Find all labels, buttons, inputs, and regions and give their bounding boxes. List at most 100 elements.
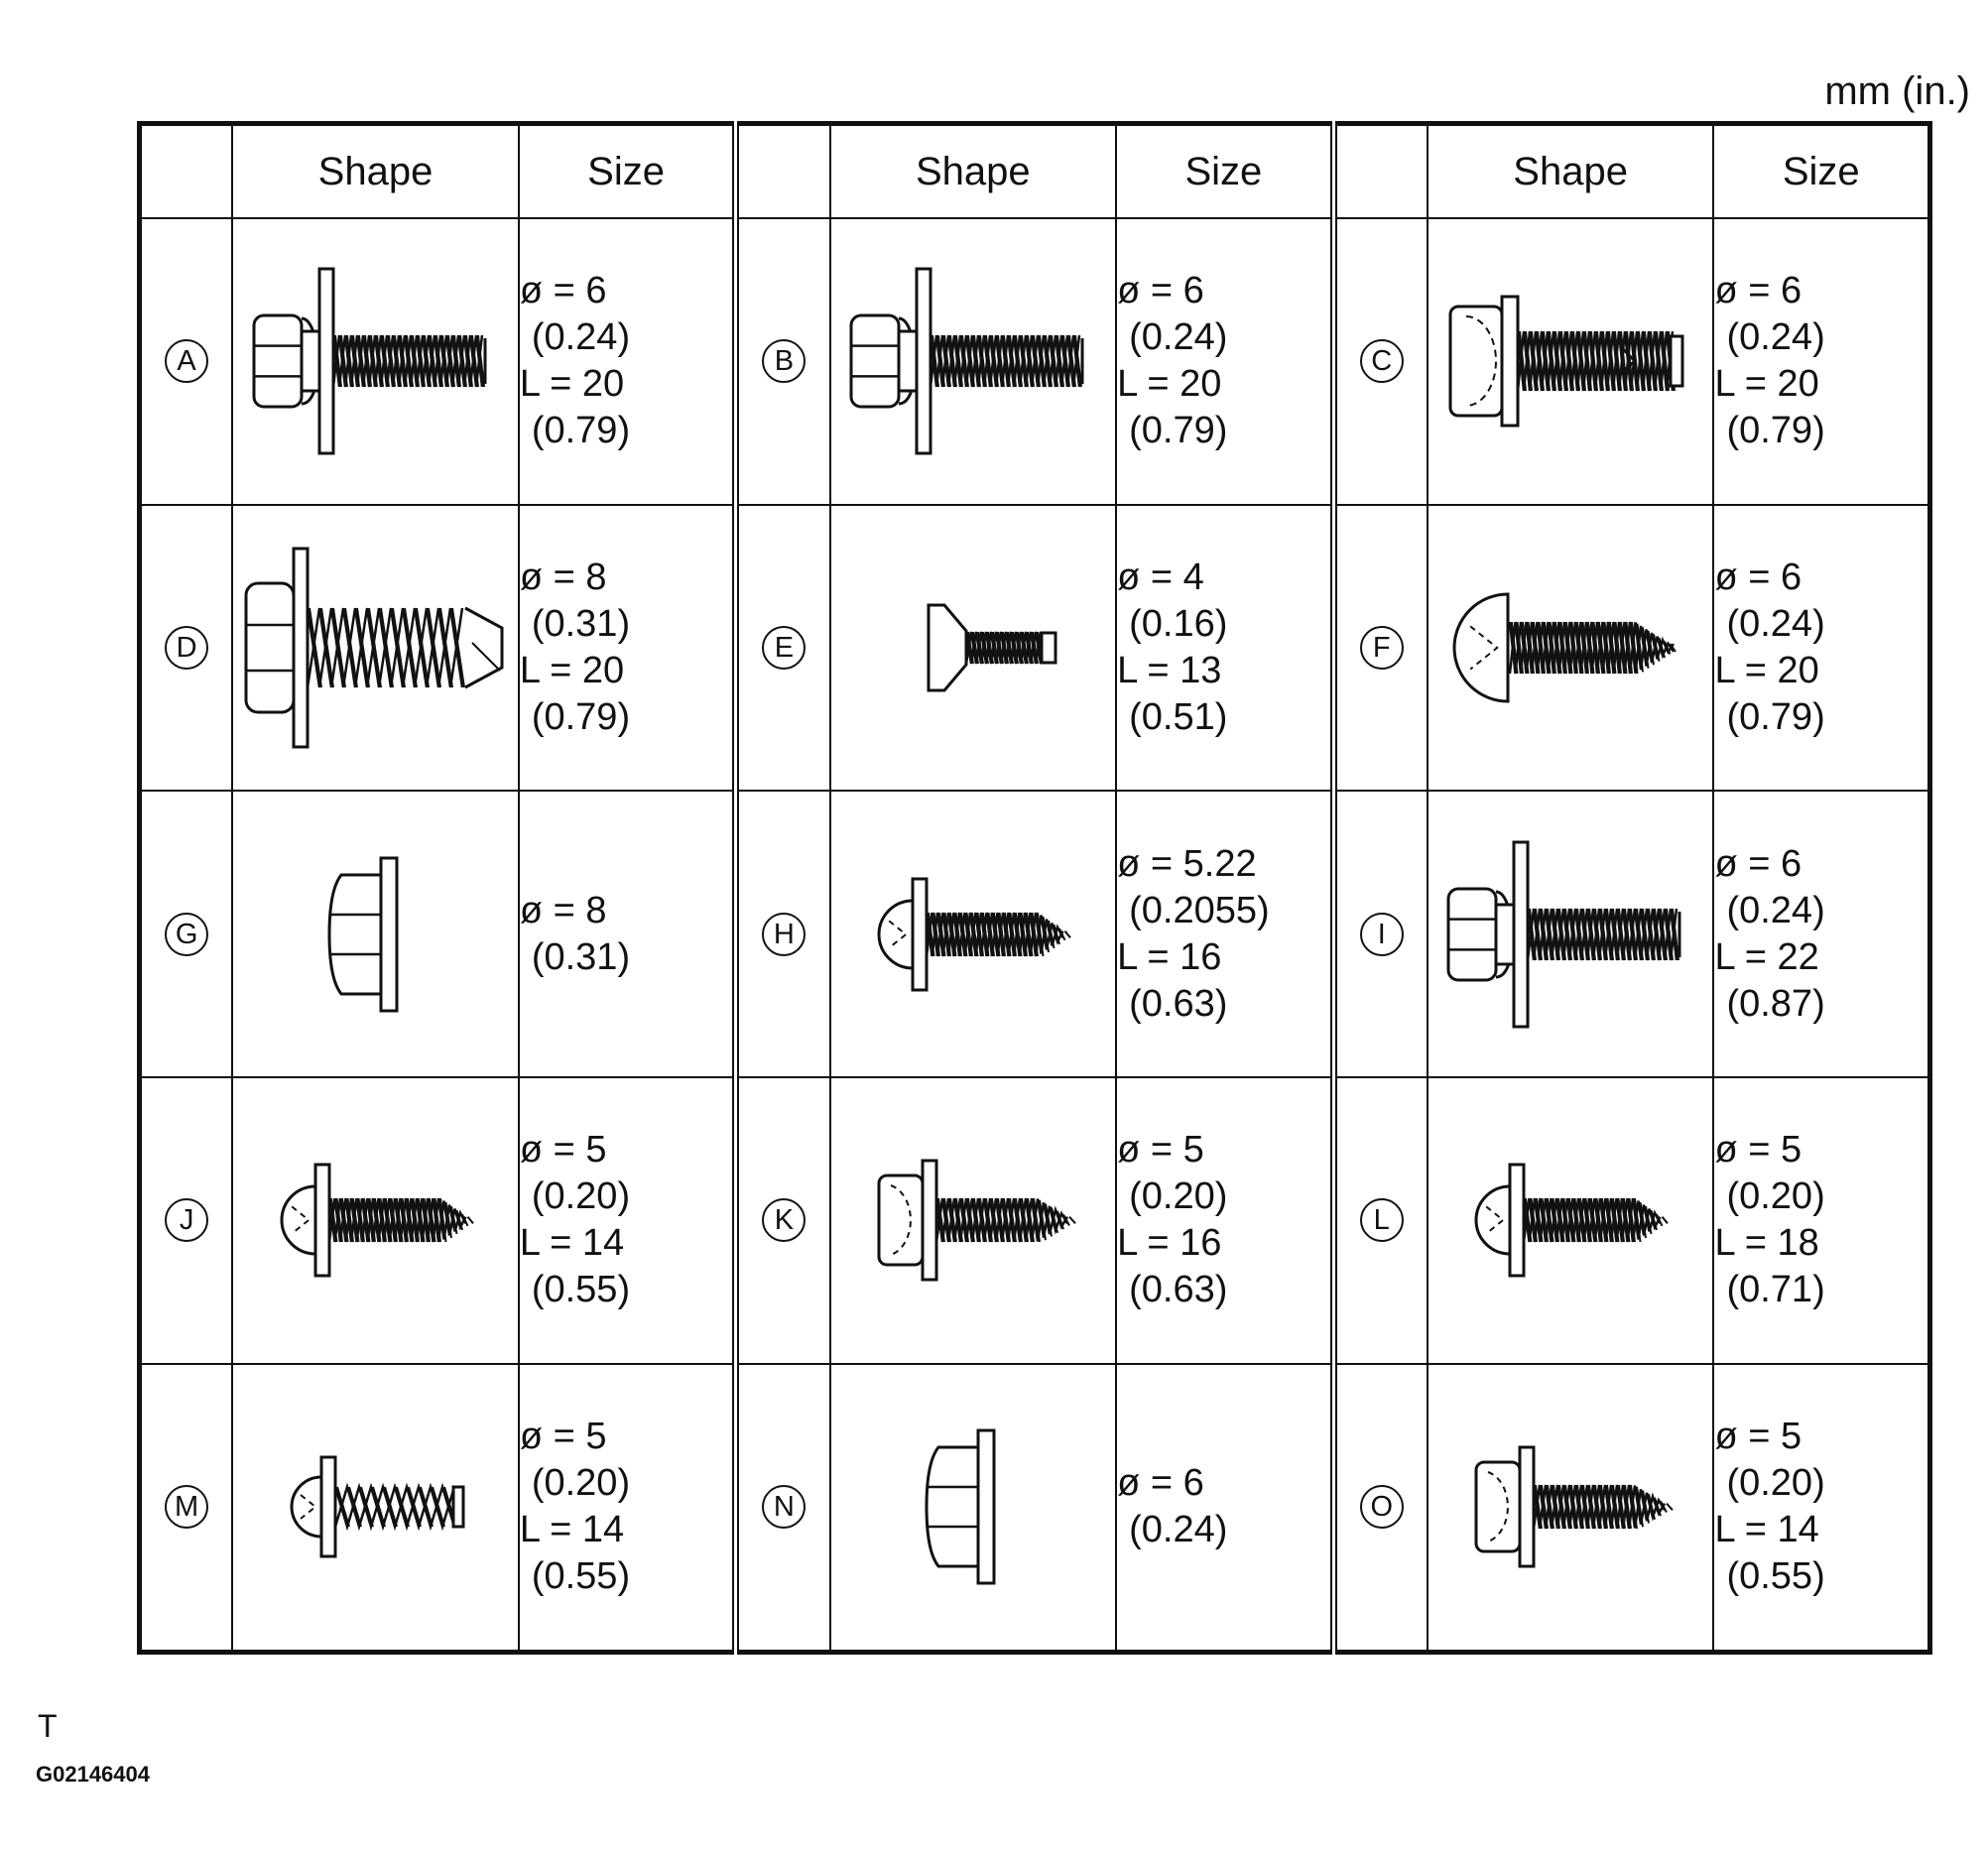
fastener-shape-cell xyxy=(828,217,1118,506)
fastener-label: J xyxy=(165,1198,209,1243)
fastener-label: H xyxy=(762,912,807,956)
flange-nut-icon xyxy=(233,830,518,1039)
fastener-label-cell: H xyxy=(732,790,831,1079)
size-value: L = 20 xyxy=(1714,650,1819,692)
size-value: ø = 8 xyxy=(519,889,607,931)
size-value: (0.79) xyxy=(531,410,631,452)
countersunk-screw-icon xyxy=(831,544,1116,752)
header-row: Shape Size Shape Size Shape Size xyxy=(138,122,1931,219)
size-value: (0.79) xyxy=(531,696,631,739)
size-value: (0.2055) xyxy=(1129,889,1270,931)
fastener-label-cell: J xyxy=(138,1076,234,1365)
size-value: (0.20) xyxy=(1726,1462,1825,1505)
fastener-label-cell: A xyxy=(138,217,234,506)
fastener-shape-cell xyxy=(1426,1362,1715,1654)
fastener-shape-cell xyxy=(1426,1076,1715,1365)
pan-head-coarse-screw-icon xyxy=(233,1403,518,1611)
fastener-label: N xyxy=(762,1485,807,1530)
fastener-size-cell: ø = 5(0.20)L = 18(0.71) xyxy=(1712,1076,1931,1365)
size-value: L = 14 xyxy=(519,1509,625,1551)
fastener-label-cell: C xyxy=(1329,217,1429,506)
flange-bolt-washer-icon xyxy=(831,257,1116,465)
fastener-label: B xyxy=(762,339,807,384)
size-value: (0.24) xyxy=(1726,889,1825,931)
fastener-size-cell: ø = 6(0.24)L = 20(0.79) xyxy=(517,217,737,506)
size-value: (0.79) xyxy=(1726,696,1825,739)
size-value: ø = 8 xyxy=(519,556,607,599)
fastener-size-cell: ø = 5(0.20)L = 14(0.55) xyxy=(517,1362,737,1654)
size-value: (0.31) xyxy=(531,603,631,646)
fastener-size-cell: ø = 8(0.31) xyxy=(517,790,737,1079)
fastener-size-cell: ø = 5(0.20)L = 14(0.55) xyxy=(517,1076,737,1365)
header-label-col xyxy=(138,122,234,219)
pan-head-tapping-screw-icon xyxy=(831,830,1116,1039)
size-value: L = 22 xyxy=(1714,935,1819,978)
header-shape: Shape xyxy=(828,122,1118,219)
fastener-label: F xyxy=(1359,626,1404,671)
size-value: ø = 5 xyxy=(519,1416,607,1458)
size-value: ø = 6 xyxy=(1117,270,1204,312)
size-value: L = 20 xyxy=(1117,363,1222,406)
size-value: (0.87) xyxy=(1726,982,1825,1025)
fastener-label-cell: I xyxy=(1329,790,1429,1079)
fastener-label-cell: E xyxy=(732,503,831,793)
unit-label: mm (in.) xyxy=(1824,69,1970,113)
size-value: L = 13 xyxy=(1117,650,1222,692)
size-value: ø = 5 xyxy=(1714,1416,1802,1458)
fastener-label-cell: M xyxy=(138,1362,234,1654)
size-value: ø = 6 xyxy=(1714,556,1802,599)
fastener-label-cell: G xyxy=(138,790,234,1079)
size-value: (0.79) xyxy=(1129,410,1228,452)
size-value: (0.55) xyxy=(531,1555,631,1598)
size-value: (0.24) xyxy=(531,316,631,359)
fastener-size-cell: ø = 5.22(0.2055)L = 16(0.63) xyxy=(1115,790,1335,1079)
fastener-size-cell: ø = 6(0.24)L = 20(0.79) xyxy=(1712,503,1931,793)
fastener-label-cell: F xyxy=(1329,503,1429,793)
fastener-size-cell: ø = 4(0.16)L = 13(0.51) xyxy=(1115,503,1335,793)
fastener-label: E xyxy=(762,626,807,671)
round-head-screw-icon xyxy=(1429,544,1713,752)
size-value: L = 14 xyxy=(1714,1509,1819,1551)
fastener-label: A xyxy=(165,339,209,384)
pan-head-tapping-screw-icon xyxy=(1429,1116,1713,1324)
fastener-label-cell: B xyxy=(732,217,831,506)
fastener-size-cell: ø = 5(0.20)L = 14(0.55) xyxy=(1712,1362,1931,1654)
hex-bolt-clip-icon xyxy=(1429,257,1713,465)
figure-code: G02146404 xyxy=(36,1762,150,1787)
header-size: Size xyxy=(1115,122,1335,219)
fastener-size-cell: ø = 5(0.20)L = 16(0.63) xyxy=(1115,1076,1335,1365)
size-value: (0.20) xyxy=(531,1175,631,1218)
fastener-shape-cell xyxy=(1426,503,1715,793)
size-value: L = 16 xyxy=(1117,935,1222,978)
fastener-label: C xyxy=(1359,339,1404,384)
size-value: L = 14 xyxy=(519,1222,625,1265)
fastener-label: O xyxy=(1359,1485,1404,1530)
fastener-shape-cell xyxy=(231,1076,520,1365)
size-value: (0.24) xyxy=(1726,316,1825,359)
fastener-size-cell: ø = 6(0.24)L = 20(0.79) xyxy=(1712,217,1931,506)
size-value: L = 20 xyxy=(519,363,625,406)
header-shape: Shape xyxy=(1426,122,1715,219)
footer-mark: T xyxy=(38,1708,58,1744)
flange-nut-icon xyxy=(831,1403,1116,1611)
size-value: ø = 5 xyxy=(1117,1129,1204,1172)
hex-tapping-screw-icon xyxy=(831,1116,1116,1324)
pan-head-tapping-screw-icon xyxy=(233,1116,518,1324)
fastener-shape-cell xyxy=(828,1076,1118,1365)
size-value: (0.24) xyxy=(1129,316,1228,359)
header-size: Size xyxy=(1712,122,1931,219)
header-size: Size xyxy=(517,122,737,219)
fastener-shape-cell xyxy=(231,503,520,793)
fastener-shape-cell xyxy=(231,790,520,1079)
fastener-shape-cell xyxy=(231,217,520,506)
fastener-shape-cell xyxy=(828,790,1118,1079)
fastener-label-cell: K xyxy=(732,1076,831,1365)
fastener-label-cell: O xyxy=(1329,1362,1429,1654)
size-value: ø = 5 xyxy=(519,1129,607,1172)
fastener-shape-cell xyxy=(828,1362,1118,1654)
